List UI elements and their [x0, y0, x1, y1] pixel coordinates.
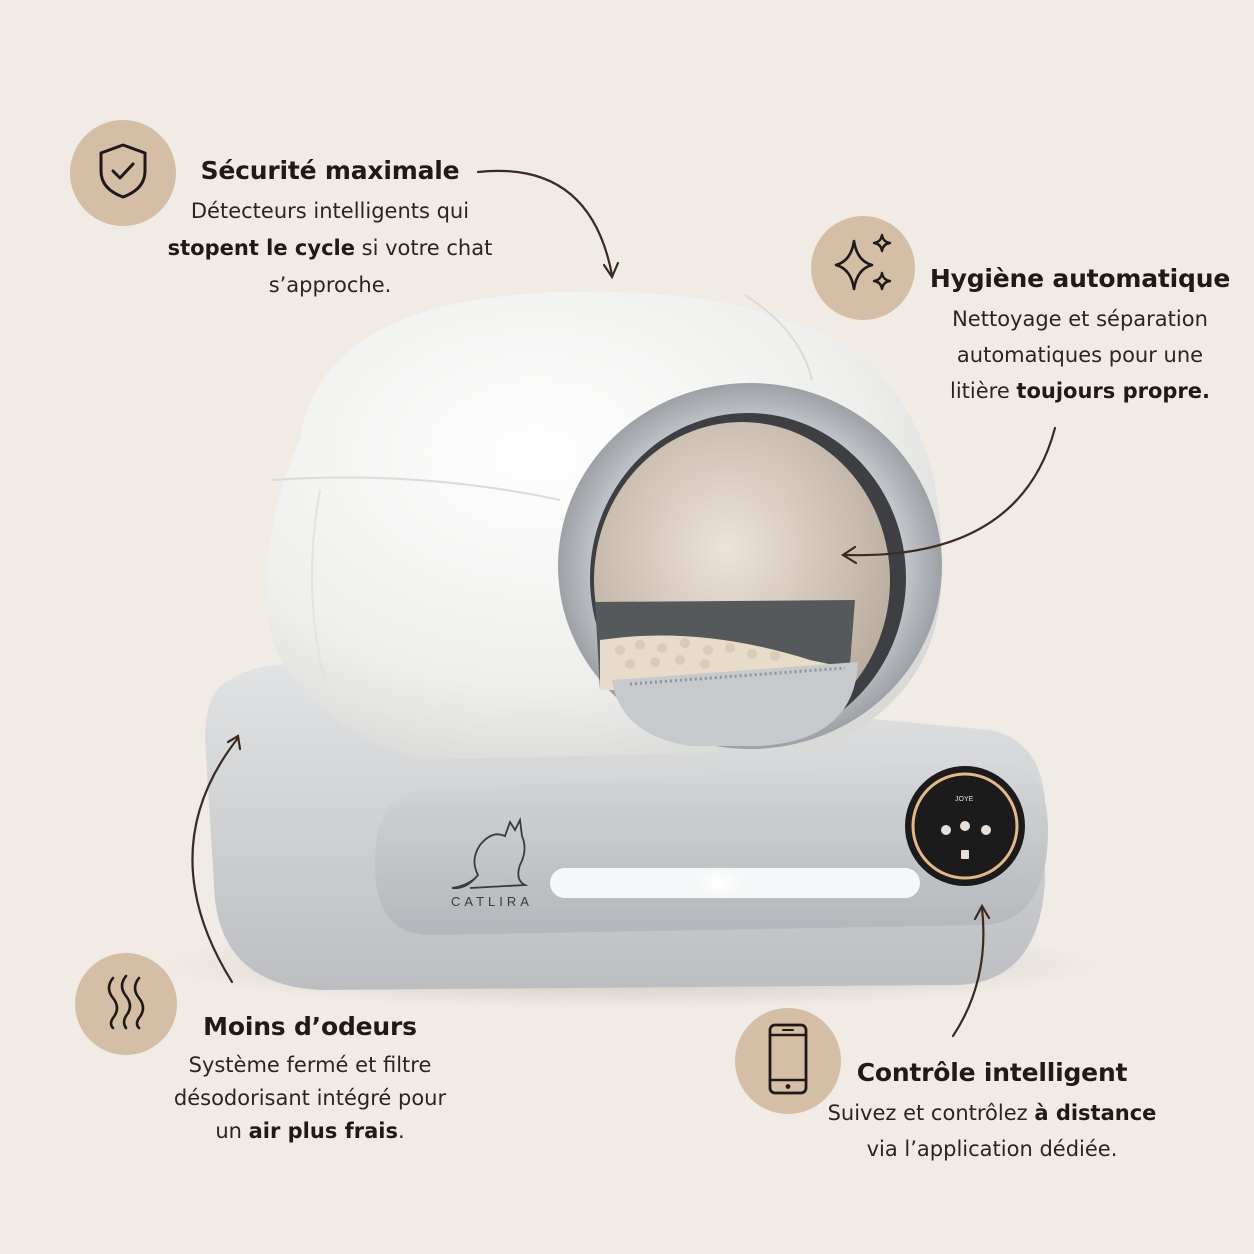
feature-description: Système fermé et filtre désodorisant int…: [173, 1053, 447, 1143]
feature-description: Nettoyage et séparation automatiques pou…: [949, 307, 1211, 403]
feature-description: Détecteurs intelligents qui stopent le c…: [167, 199, 493, 297]
shield-check-icon: [95, 141, 151, 205]
arrow-controle: [951, 906, 985, 1038]
badge-odeurs: [75, 953, 177, 1055]
device-brand: CATLIRA: [451, 894, 533, 909]
feature-title: Moins d’odeurs: [203, 1012, 417, 1041]
feature-title: Hygiène automatique: [929, 264, 1231, 293]
arrow-odeurs: [191, 736, 240, 984]
smartphone-icon: [766, 1022, 810, 1100]
feature-title: Contrôle intelligent: [856, 1058, 1128, 1087]
feature-description: Suivez et contrôlez à distance via l’app…: [827, 1101, 1157, 1161]
badge-controle: [735, 1008, 841, 1114]
feature-title: Sécurité maximale: [200, 156, 460, 185]
feature-securite: Sécurité maximale Détecteurs intelligent…: [150, 156, 510, 304]
light-glow: [694, 867, 746, 899]
tray-lip: [612, 662, 858, 746]
cat-logo: [451, 816, 529, 890]
badge-securite: [70, 120, 176, 226]
odor-waves-icon: [101, 972, 151, 1036]
arrow-securite: [476, 169, 614, 277]
arrow-hygiene: [843, 426, 1057, 557]
feature-controle: Contrôle intelligent Suivez et contrôlez…: [822, 1058, 1162, 1167]
badge-hygiene: [811, 216, 915, 320]
sparkles-icon: [828, 231, 898, 305]
feature-hygiene: Hygiène automatique Nettoyage et séparat…: [925, 264, 1235, 409]
feature-odeurs: Moins d’odeurs Système fermé et filtre d…: [150, 1012, 470, 1148]
control-panel-label: JOYE: [955, 796, 974, 803]
